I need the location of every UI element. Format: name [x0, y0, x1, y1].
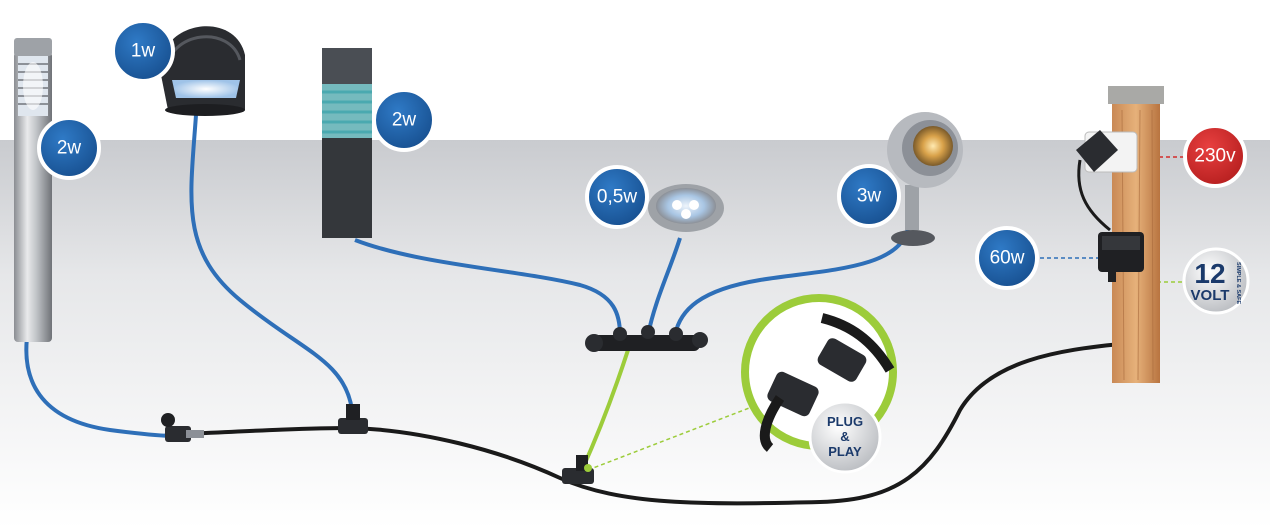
badge-deck-light-power: 0,5w: [585, 165, 649, 229]
badge-spotlight-label: 3w: [857, 186, 882, 207]
deck-light: [648, 184, 724, 232]
badge-12-volt: 12 VOLT SIMPLE & SAFE: [1182, 247, 1250, 315]
t-connector-green: [562, 455, 594, 484]
badge-deck-light-label: 0,5w: [597, 187, 637, 208]
plug-line3: PLAY: [828, 444, 862, 459]
t-connector-left: [161, 413, 204, 442]
deck-light-cable: [646, 237, 682, 336]
spotlight-cable: [673, 227, 910, 336]
badge-bollard-power: 2w: [37, 116, 101, 180]
badge-transformer-label: 60w: [990, 248, 1025, 269]
badge-wall-light-label: 1w: [131, 41, 156, 62]
badge-bollard-label: 2w: [57, 138, 82, 159]
stone-light-cable: [354, 238, 622, 336]
splitter-connector: [585, 325, 708, 352]
plug-leader-line: [587, 399, 771, 471]
stone-light: [322, 48, 372, 238]
wall-light: [160, 26, 245, 116]
volt-unit: VOLT: [1191, 287, 1230, 304]
volt-number: 12: [1194, 258, 1225, 289]
badge-spotlight-power: 3w: [837, 164, 901, 228]
spotlight: [887, 112, 963, 246]
transformer-input-wire: [1077, 159, 1111, 232]
plug-line2: &: [840, 429, 849, 444]
bollard-cable: [24, 329, 176, 438]
badge-mains-voltage: 230v: [1183, 124, 1247, 188]
badge-wall-light-power: 1w: [111, 19, 175, 83]
badge-plug-and-play: PLUG & PLAY: [808, 400, 882, 474]
transformer: [1098, 232, 1144, 282]
bollard-light: [14, 38, 52, 342]
wall-light-cable: [189, 114, 354, 411]
plug-line1: PLUG: [827, 414, 863, 429]
power-socket: [1076, 130, 1138, 173]
badge-mains-label: 230v: [1194, 146, 1236, 167]
badge-stone-light-label: 2w: [392, 110, 417, 131]
t-connector-middle: [338, 404, 368, 434]
badge-stone-light-power: 2w: [372, 88, 436, 152]
volt-side-text: SIMPLE & SAFE: [1235, 262, 1241, 305]
badge-transformer-power: 60w: [975, 226, 1039, 290]
